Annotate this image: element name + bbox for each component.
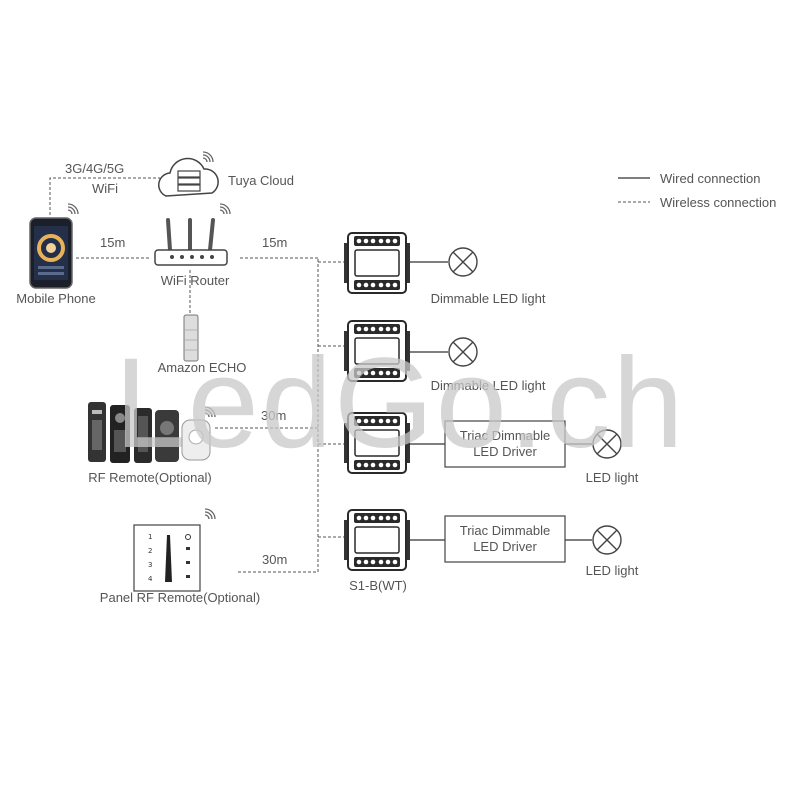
led-light-label-1: LED light xyxy=(585,470,639,485)
svg-text:1: 1 xyxy=(148,533,152,541)
device-model-label: S1-B(WT) xyxy=(349,578,407,593)
dimmer-module-3 xyxy=(343,412,411,474)
panel-remote-icon: 1 2 3 4 xyxy=(133,508,216,592)
triac-driver-1-line2: LED Driver xyxy=(473,444,537,459)
rf-remote-icon xyxy=(88,402,216,463)
dimmer-module-4 xyxy=(343,509,411,571)
triac-driver-2-line1: Triac Dimmable xyxy=(459,523,551,538)
svg-text:4: 4 xyxy=(148,575,153,583)
link-panel-remote xyxy=(238,258,319,573)
wireless-links xyxy=(49,177,650,573)
triac-driver-1-line1: Triac Dimmable xyxy=(459,428,551,443)
wired-links xyxy=(408,177,650,541)
triac-driver-2-line2: LED Driver xyxy=(473,539,537,554)
legend-wired-label: Wired connection xyxy=(660,171,761,186)
led-light-label-2: LED light xyxy=(585,563,639,578)
triac-driver-label-1: Triac Dimmable LED Driver xyxy=(445,428,565,460)
distance-router-devices: 15m xyxy=(262,235,288,250)
distance-phone-router: 15m xyxy=(100,235,126,250)
panel-remote-label: Panel RF Remote(Optional) xyxy=(99,590,261,605)
wifi-router-icon xyxy=(154,203,231,266)
mobile-phone-icon xyxy=(29,203,79,289)
lamp-icon-1 xyxy=(448,247,478,277)
lamp-icon-2 xyxy=(448,337,478,367)
tuya-cloud-label: Tuya Cloud xyxy=(228,173,294,188)
lamp-icon-3 xyxy=(592,429,622,459)
lamp-icon-4 xyxy=(592,525,622,555)
amazon-echo-label: Amazon ECHO xyxy=(157,360,247,375)
link-phone-cloud xyxy=(49,177,160,215)
rf-remote-label: RF Remote(Optional) xyxy=(88,470,212,485)
dimmable-light-label-2: Dimmable LED light xyxy=(430,378,546,393)
amazon-echo-icon xyxy=(183,314,199,362)
triac-driver-box-1 xyxy=(444,420,566,468)
dimmable-light-label-1: Dimmable LED light xyxy=(430,291,546,306)
mobile-phone-label: Mobile Phone xyxy=(16,291,96,306)
dimmer-module-1 xyxy=(343,232,411,294)
svg-text:3: 3 xyxy=(148,561,152,569)
cloud-icon xyxy=(158,151,219,197)
triac-driver-box-2 xyxy=(444,515,566,563)
wifi-router-label: WiFi Router xyxy=(160,273,230,288)
legend-wireless-label: Wireless connection xyxy=(660,195,777,210)
triac-driver-label-2: Triac Dimmable LED Driver xyxy=(445,523,565,555)
wifi-label: WiFi xyxy=(92,181,118,196)
dimmer-module-2 xyxy=(343,320,411,382)
mobile-data-label: 3G/4G/5G xyxy=(65,161,125,176)
distance-panel-remote: 30m xyxy=(262,552,288,567)
svg-text:2: 2 xyxy=(148,547,152,555)
distance-rf-remote: 30m xyxy=(261,408,287,423)
